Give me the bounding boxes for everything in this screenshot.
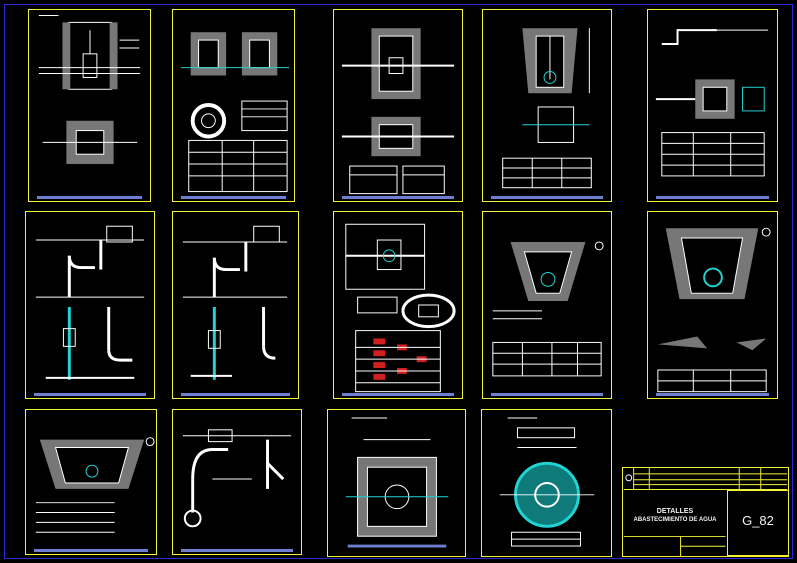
panel-valve-box-section[interactable]: [28, 9, 151, 202]
panel-caption: [342, 393, 454, 396]
panel-caption: [656, 196, 769, 199]
panel-caption: [34, 549, 148, 552]
title-block: DETALLES ABASTECIMIENTO DE AGUA G_82: [622, 467, 789, 557]
panel-caption: [181, 549, 293, 552]
panel-cover-plan-round[interactable]: [481, 409, 612, 557]
panel-meter-chamber[interactable]: [172, 9, 295, 202]
panel-valve-chamber-plan[interactable]: [333, 9, 463, 202]
panel-trench-section-3[interactable]: [25, 409, 157, 555]
panel-caption: [342, 196, 454, 199]
meter-assembly-drawing: [345, 223, 456, 393]
trench-section-3-drawing: [35, 437, 155, 533]
panel-connection-layout[interactable]: [647, 9, 778, 202]
panel-trench-section-2[interactable]: [647, 211, 778, 399]
title-line-1: DETALLES: [656, 508, 694, 515]
pipe-riser-2-drawing: [182, 225, 288, 380]
title-block-grid: [623, 468, 788, 556]
panel-trench-section-1[interactable]: [482, 211, 612, 399]
panel-caption: [181, 196, 286, 199]
sheet-code: G_82: [742, 513, 774, 528]
pipe-riser-1-drawing: [35, 225, 145, 380]
panel-service-connection[interactable]: [172, 409, 302, 555]
sheet-code-box: G_82: [727, 490, 789, 556]
panel-cover-plan-square[interactable]: [327, 409, 466, 557]
trench-section-2-drawing: [657, 227, 771, 393]
panel-caption: [491, 393, 603, 396]
service-connection-drawing: [182, 429, 292, 528]
trench-section-1-drawing: [492, 241, 604, 377]
valve-chamber-plan-drawing: [341, 28, 455, 195]
connection-layout-drawing: [655, 29, 769, 177]
valve-box-drawing: [38, 14, 141, 165]
panel-caption: [181, 393, 290, 396]
panel-caption: [656, 393, 769, 396]
cover-plan-round-drawing: [499, 417, 595, 547]
title-line-2: ABASTECIMIENTO DE AGUA: [633, 517, 717, 523]
panel-tap-section[interactable]: [482, 9, 612, 202]
panel-caption: [34, 393, 146, 396]
meter-chamber-drawing: [180, 32, 290, 193]
panel-meter-assembly-table[interactable]: [333, 211, 463, 399]
cover-plan-square-drawing: [345, 417, 449, 548]
panel-caption: [37, 196, 142, 199]
panel-caption: [491, 196, 603, 199]
panel-pipe-riser-1[interactable]: [25, 211, 155, 399]
tap-section-drawing: [502, 28, 592, 189]
sheet-border: [4, 4, 793, 559]
panel-pipe-riser-2[interactable]: [172, 211, 299, 399]
